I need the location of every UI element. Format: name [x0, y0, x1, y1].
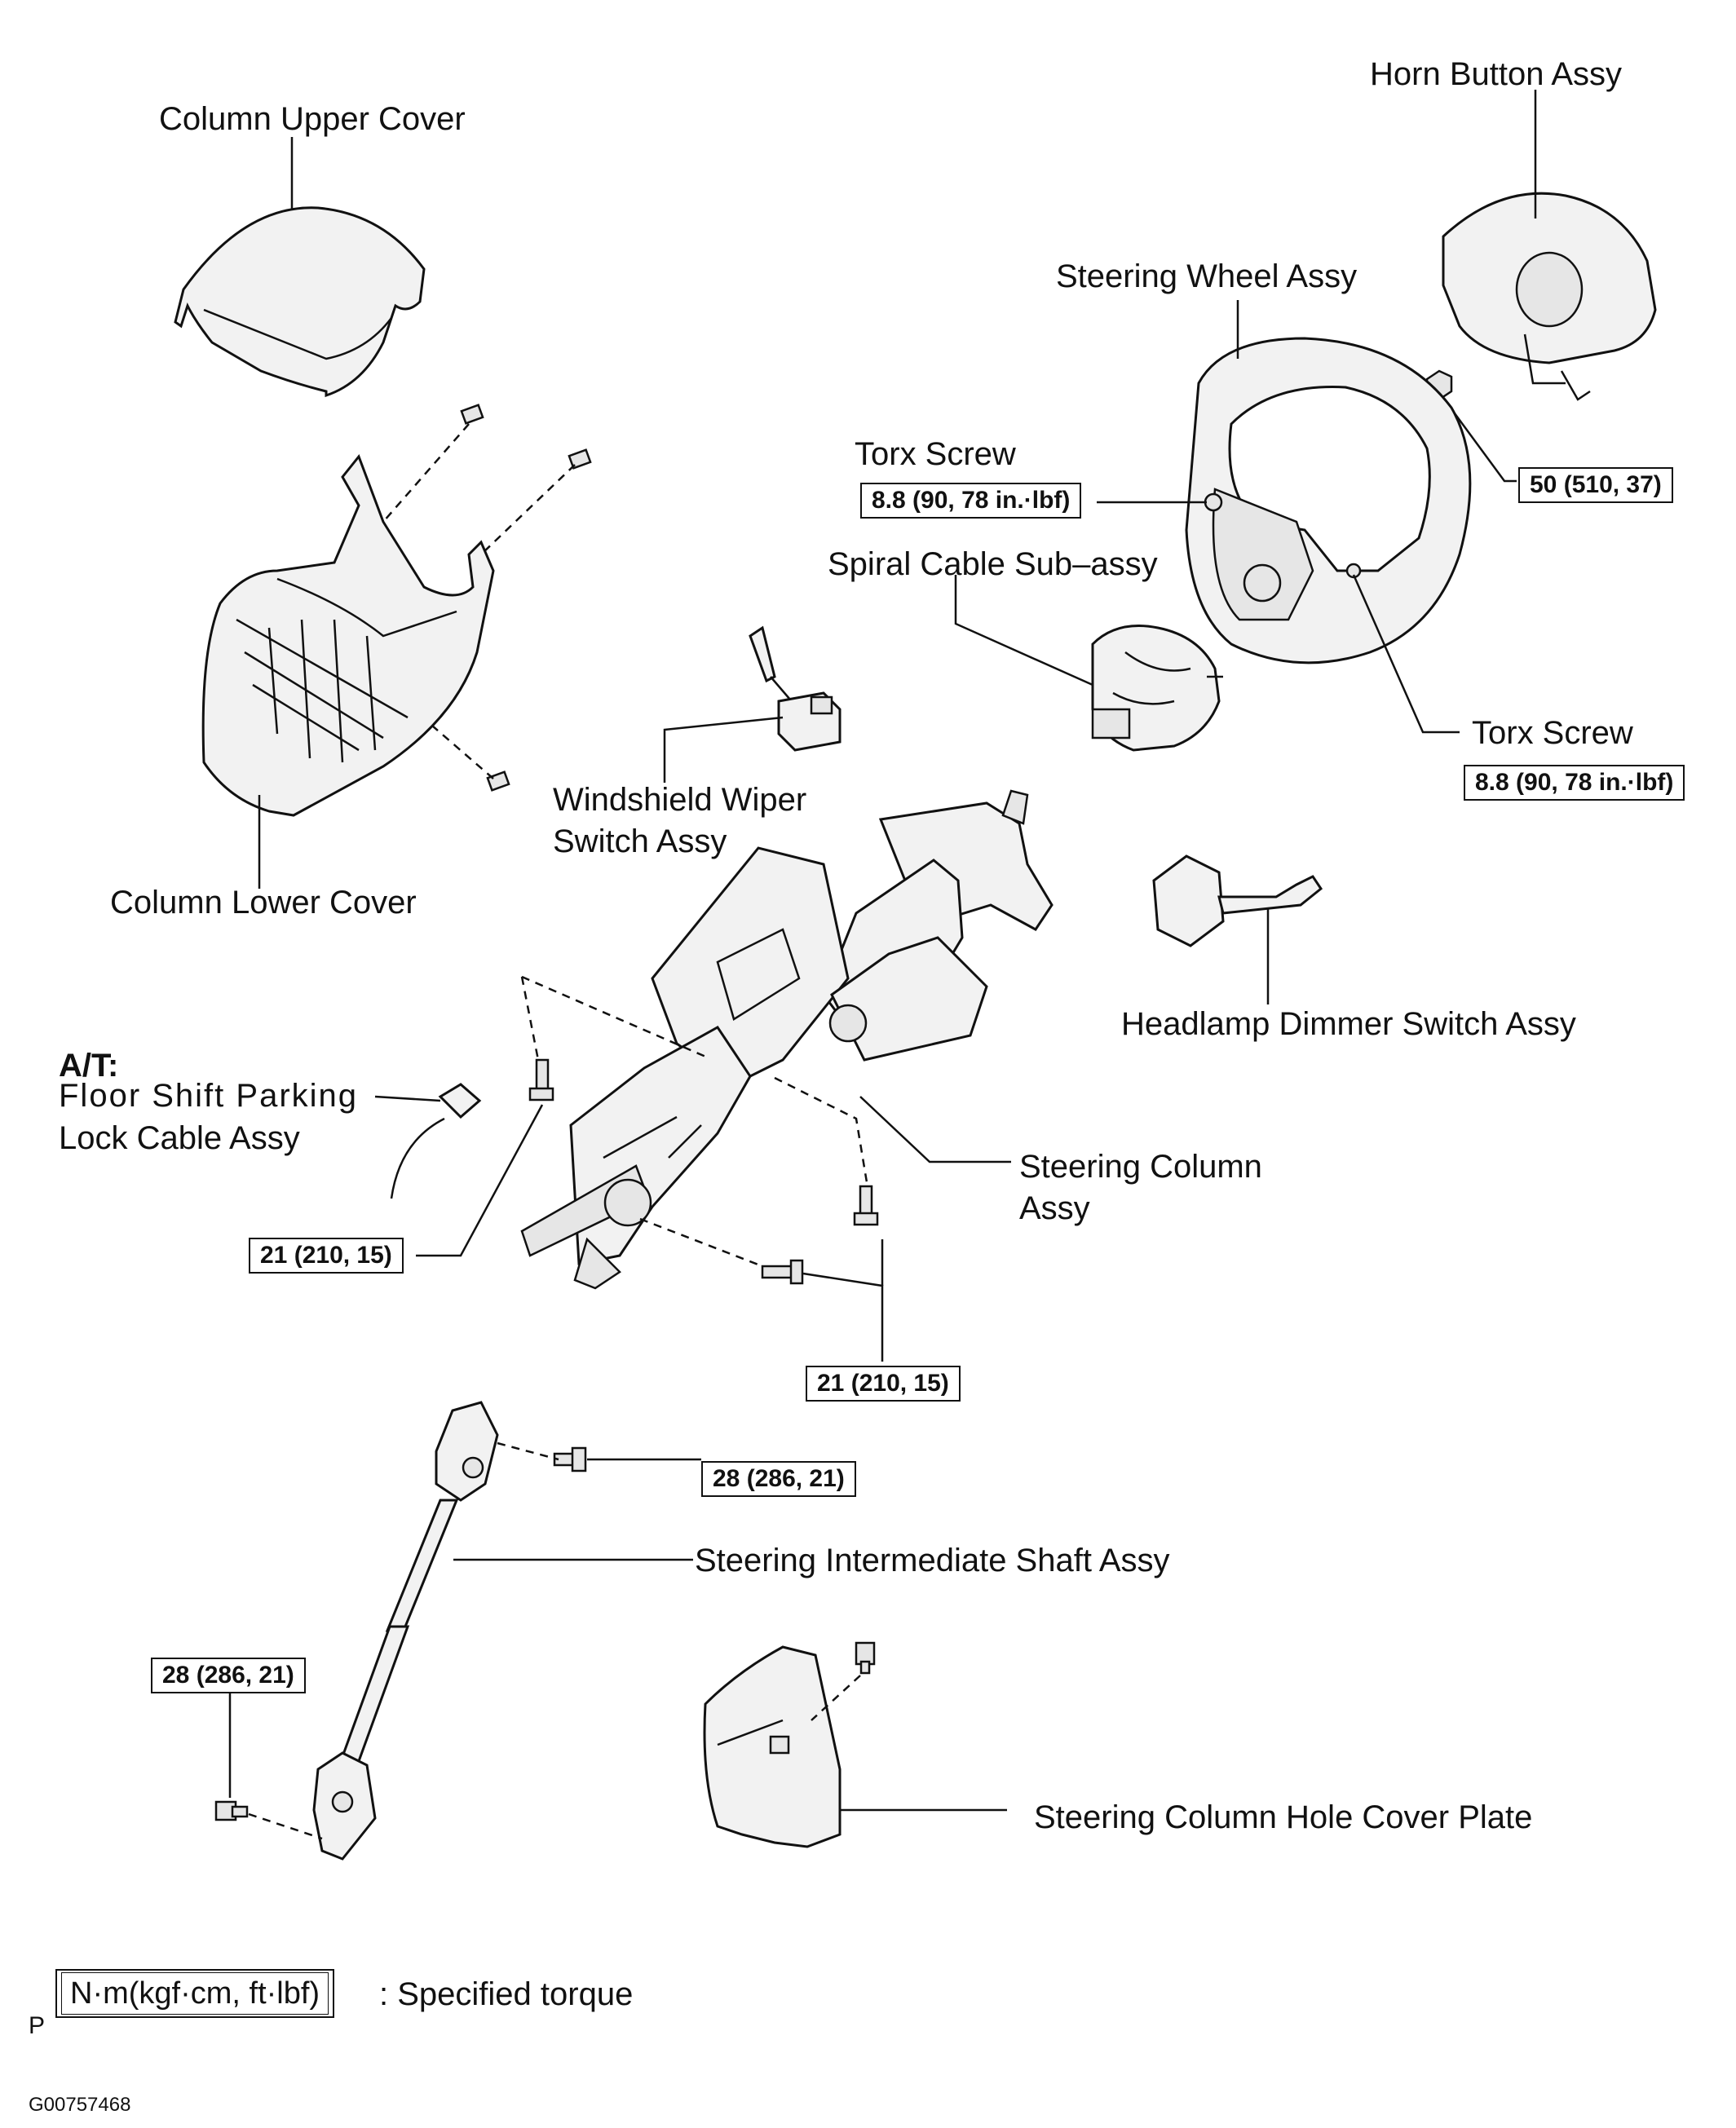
spiral-cable-label: Spiral Cable Sub–assy [828, 546, 1158, 582]
torque-legend-description: : Specified torque [379, 1976, 634, 2012]
intermediate-shaft-label: Steering Intermediate Shaft Assy [695, 1543, 1170, 1578]
steering-column-assy-part [520, 789, 1054, 1290]
parking-lock-cable-part [390, 1083, 482, 1199]
at-prefix-label: A/T: [59, 1048, 119, 1084]
footer-mark: P [29, 2012, 46, 2039]
headlamp-switch-part [1152, 854, 1323, 947]
steering-column-label-line1: Steering Column [1019, 1149, 1262, 1185]
torx-screw-top-label: Torx Screw [855, 436, 1016, 472]
headlamp-switch-label: Headlamp Dimmer Switch Assy [1121, 1006, 1576, 1042]
horn-button-assy-part [1442, 192, 1657, 401]
shaft-lower-bolt-torque-box: 28 (286, 21) [151, 1658, 306, 1693]
steering-column-label-line2: Assy [1019, 1190, 1090, 1226]
column-upper-cover-part [174, 206, 426, 398]
column-upper-cover-label: Column Upper Cover [159, 101, 466, 137]
parking-cable-bolt-torque-box: 21 (210, 15) [249, 1238, 404, 1274]
torx-screw-right-label: Torx Screw [1472, 715, 1633, 751]
horn-nut-torque-box: 50 (510, 37) [1518, 467, 1673, 503]
wiper-switch-label-line1: Windshield Wiper [553, 782, 807, 818]
hole-cover-plate-part [703, 1645, 841, 1848]
torx-screw-right-torque-box: 8.8 (90, 78 in.·lbf) [1464, 765, 1685, 801]
torque-legend-box: N·m(kgf·cm, ft·lbf) [55, 1969, 335, 2018]
column-lower-cover-part [201, 454, 495, 817]
wiper-switch-label-line2: Switch Assy [553, 823, 727, 859]
lower-cover-screws [460, 404, 592, 792]
torque-legend-unit: N·m(kgf·cm, ft·lbf) [61, 1972, 329, 2015]
wiper-switch-part [749, 625, 841, 752]
spiral-cable-part [1091, 625, 1223, 752]
column-lower-cover-label: Column Lower Cover [110, 885, 417, 921]
steering-wheel-assy-label: Steering Wheel Assy [1056, 258, 1358, 294]
parking-cable-label-line2: Lock Cable Assy [59, 1120, 300, 1156]
torx-screw-top-torque-box: 8.8 (90, 78 in.·lbf) [860, 483, 1082, 519]
intermediate-shaft-part [312, 1401, 499, 1861]
parking-cable-label-line1: Floor Shift Parking [59, 1078, 359, 1114]
shaft-upper-bolt-torque-box: 28 (286, 21) [701, 1461, 856, 1497]
hole-cover-plate-label: Steering Column Hole Cover Plate [1034, 1799, 1533, 1835]
horn-button-assy-label: Horn Button Assy [1370, 56, 1623, 92]
steering-wheel-assy-part [1185, 337, 1472, 664]
hole-cover-clip [855, 1641, 876, 1675]
footer-code: G00757468 [29, 2094, 131, 2116]
shaft-bolts [214, 1446, 587, 1821]
column-bolts-torque-box: 21 (210, 15) [806, 1366, 961, 1402]
column-bolts [528, 1058, 879, 1285]
